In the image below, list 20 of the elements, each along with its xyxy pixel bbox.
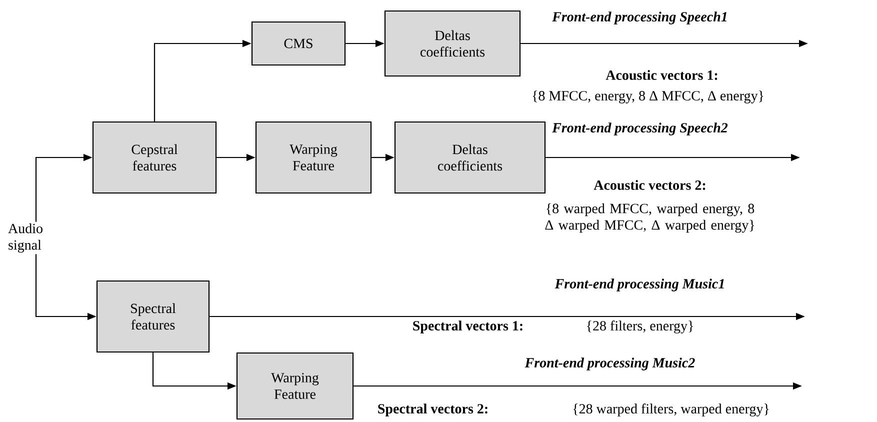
edge-label: Front-end processing Speech2 (551, 122, 729, 136)
process-box: CMS (251, 21, 346, 66)
vector-label: Spectral vectors 1: (413, 320, 522, 334)
vector-label: {28 warped filters, warped energy} (573, 404, 769, 416)
vector-label: Acoustic vectors 2: (594, 180, 706, 190)
vector-label: Acoustic vectors 1: (606, 70, 718, 80)
vector-label: Spectral vectors 2: (378, 404, 488, 416)
edge-label: Front-end processing Music2 (524, 356, 696, 372)
edge-label: Front-end processing Music1 (554, 278, 726, 292)
edge-label: Front-end processing Speech1 (551, 10, 729, 26)
input-label: Audio signal (8, 223, 42, 253)
process-box: Warping Feature (255, 121, 372, 194)
vector-label: {8 warped MFCC, warped energy, 8 Δ warped MFCC, Δ warped energy} (545, 203, 754, 233)
process-box: Warping Feature (236, 352, 354, 420)
process-box: Deltas coefficients (384, 10, 521, 77)
vector-label: {28 filters, energy} (587, 320, 693, 334)
process-box: Cepstral features (92, 121, 217, 194)
process-box: Deltas coefficients (394, 121, 546, 194)
vector-label: {8 MFCC, energy, 8 Δ MFCC, Δ energy} (532, 90, 764, 104)
process-box: Spectral features (96, 280, 210, 353)
